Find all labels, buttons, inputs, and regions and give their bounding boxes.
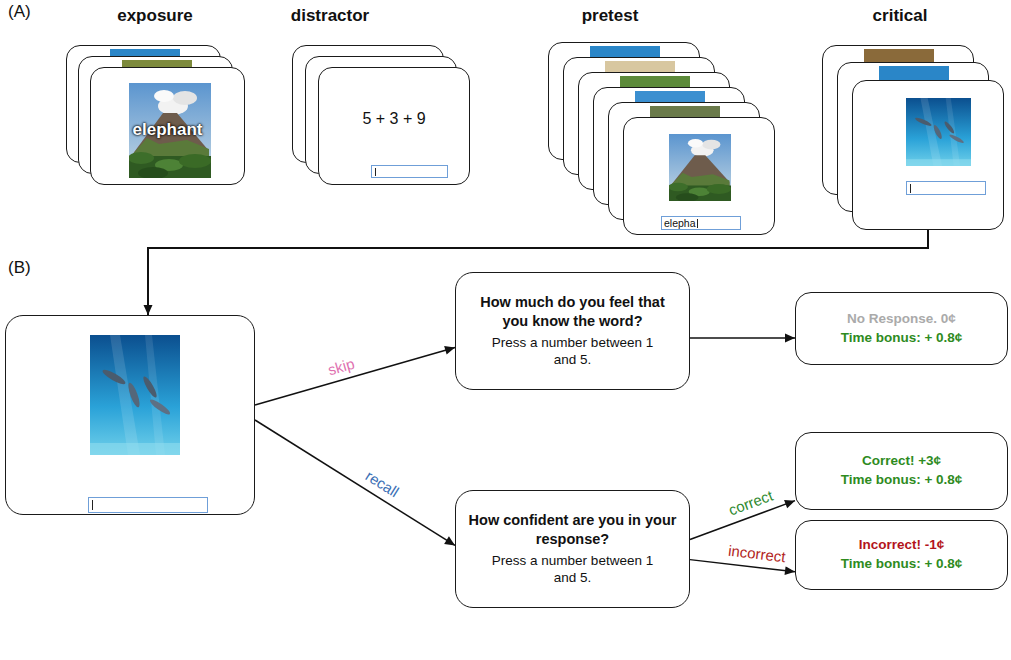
photo-detail <box>90 335 180 455</box>
photo-detail <box>702 140 720 150</box>
stack-heading: distractor <box>291 6 369 26</box>
connector <box>690 334 795 343</box>
arrow-head <box>444 536 455 545</box>
photo-detail <box>129 152 154 164</box>
dolphin-picture <box>906 98 971 166</box>
edge-label: recall <box>360 467 403 502</box>
photo-detail <box>148 397 171 416</box>
bonus-text: Time bonus: + 0.8¢ <box>841 329 963 348</box>
typed-text: elepha <box>664 217 696 229</box>
panel-label: (A) <box>8 2 31 22</box>
dolphin-photo <box>90 335 180 455</box>
feedback-box: No Response. 0¢Time bonus: + 0.8¢ <box>795 292 1008 365</box>
question-box: How confident are you in your response?P… <box>455 490 690 608</box>
trial-card <box>852 80 1004 230</box>
text-input <box>906 181 986 195</box>
feedback-box: Correct! +3¢Time bonus: + 0.8¢ <box>795 432 1008 510</box>
photo-detail <box>173 91 197 105</box>
connector <box>255 420 455 545</box>
math-problem: 5 + 3 + 9 <box>319 110 469 128</box>
photo-detail <box>914 116 933 127</box>
outcome-text: No Response. 0¢ <box>847 310 956 329</box>
instruction-text: Press a number between 1 and 5. <box>485 334 660 369</box>
photo-detail <box>676 193 699 201</box>
photo-detail <box>154 90 174 102</box>
photo-detail <box>948 133 965 144</box>
arrow-head <box>144 305 153 315</box>
outcome-text: Incorrect! -1¢ <box>859 536 945 555</box>
photo-detail <box>101 367 127 386</box>
text-caret <box>697 219 698 228</box>
arrow-head <box>444 346 455 355</box>
trial-screen <box>5 315 255 515</box>
text-caret <box>910 184 911 193</box>
photo-detail <box>138 167 168 178</box>
text-caret <box>92 500 93 510</box>
trial-card: elepha <box>623 117 775 235</box>
card-stack: pretest elepha <box>548 4 775 235</box>
connector-line <box>255 348 455 405</box>
connector <box>255 346 455 405</box>
trial-card: elephant <box>90 67 245 185</box>
photo-detail <box>688 139 703 147</box>
photo-detail <box>141 375 159 399</box>
stack-heading: pretest <box>582 6 639 26</box>
edge-label: skip <box>324 355 358 379</box>
question-box: How much do you feel that you know the w… <box>455 272 690 390</box>
photo-detail <box>906 98 971 166</box>
photo-detail <box>669 183 688 191</box>
text-input: elepha <box>661 216 741 230</box>
photo-detail <box>707 184 731 194</box>
photo-detail <box>126 382 141 409</box>
arrow-head <box>784 500 795 508</box>
volcano-picture <box>669 134 731 201</box>
text-input <box>371 165 448 178</box>
bonus-text: Time bonus: + 0.8¢ <box>841 555 963 574</box>
panel-label: (B) <box>8 258 31 278</box>
card-stack: exposure elephant <box>66 4 245 185</box>
photo-detail <box>943 121 956 135</box>
stack-heading: critical <box>873 6 928 26</box>
card-stack: critical <box>822 4 1004 230</box>
outcome-text: Correct! +3¢ <box>862 452 941 471</box>
arrow-head <box>785 566 795 575</box>
question-text: How much do you feel that you know the w… <box>468 293 677 331</box>
stack-heading: exposure <box>117 6 193 26</box>
photo-detail <box>90 443 180 455</box>
connector-line <box>255 420 455 545</box>
dolphin-picture <box>90 335 180 455</box>
edge-label: incorrect <box>725 543 788 566</box>
text-input <box>88 497 208 513</box>
photo-detail <box>932 124 943 139</box>
feedback-box: Incorrect! -1¢Time bonus: + 0.8¢ <box>795 520 1008 590</box>
trial-card: 5 + 3 + 9 <box>318 67 470 185</box>
instruction-text: Press a number between 1 and 5. <box>485 552 660 587</box>
arrow-head <box>785 334 795 343</box>
bonus-text: Time bonus: + 0.8¢ <box>841 471 963 490</box>
overlay-word: elephant <box>91 120 244 140</box>
text-caret <box>375 168 376 176</box>
photo-detail <box>669 134 731 201</box>
photo-detail <box>179 154 211 168</box>
edge-label: correct <box>724 487 776 520</box>
photo-detail <box>906 159 971 166</box>
card-stack: distractor 5 + 3 + 9 <box>292 4 470 185</box>
connector-line <box>690 337 795 339</box>
volcano-photo <box>669 134 731 201</box>
question-text: How confident are you in your response? <box>468 511 677 549</box>
dolphin-photo <box>906 98 971 166</box>
